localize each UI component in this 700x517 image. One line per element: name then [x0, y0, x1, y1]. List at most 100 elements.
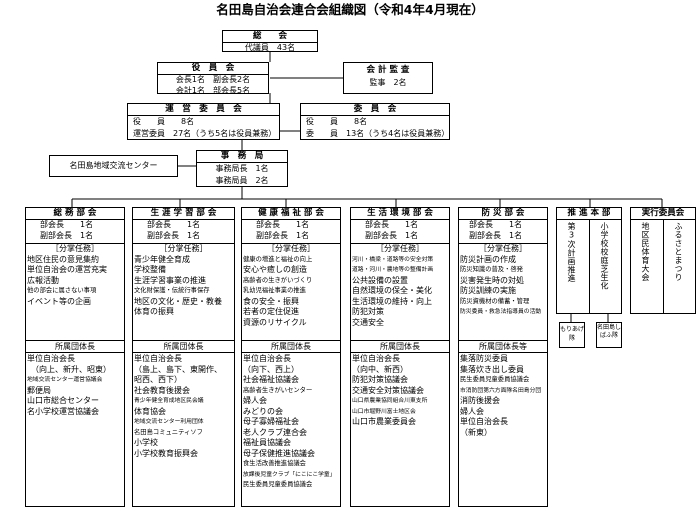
group-item: 民生委員児童委員協議会 [460, 376, 530, 383]
department-member: 副部会長 1名 [469, 230, 523, 240]
group-title: 所属団体長 [242, 340, 340, 353]
duty-item: 防災知識の普及・啓発 [460, 266, 523, 273]
group-item: 婦人会 [243, 396, 267, 405]
group-item: （島上、島下、東開作、 [134, 364, 222, 374]
group-title: 所属団体長 [133, 340, 234, 353]
department-member: 副部会長 1名 [256, 230, 310, 240]
group-item: 山口市農業委員会 [352, 417, 416, 426]
officers-line-1: 会長1名 副会長2名 [175, 75, 251, 84]
group-item: 山口市堀野川富士地区会 [352, 408, 416, 415]
duty-title: ［分掌任務］ [242, 243, 340, 255]
duty-item: 自然環境の保全・美化 [352, 286, 432, 295]
steering-line-1: 役 員 8名 [133, 117, 195, 126]
department-member: 副部会長 1名 [147, 230, 201, 240]
group-item: （向上、新升、昭東） [27, 364, 111, 374]
duty-item: 防災訓練の実施 [460, 286, 516, 295]
secretariat-title: 事 務 局 [197, 151, 287, 163]
department-title: 生 活 環 境 部 会 [351, 208, 449, 220]
group-item: 防犯対策協議会 [352, 375, 408, 384]
duty-item: 資源のリサイクル [243, 317, 307, 327]
duty-item: 学校整備 [134, 265, 166, 274]
group-item: 婦人会 [460, 406, 484, 416]
shibafu-tai-label: 名田島しばふ隊 [597, 324, 622, 339]
duty-item: 健康の増進と福祉の向上 [243, 255, 313, 263]
duty-item: 乳幼児福祉事業の推進 [243, 287, 306, 294]
committee-title: 委 員 会 [301, 104, 449, 116]
group-item: 社会教育後援会 [134, 385, 190, 395]
duty-item: 道路・河川・農地等の整備計画 [352, 267, 434, 273]
department-member: 部会長 1名 [365, 220, 419, 229]
officers-line-2: 会計1名 部会長5名 [175, 85, 251, 95]
duty-item: 青少年健全育成 [134, 254, 190, 264]
duty-item: 地区住民の意見集約 [27, 254, 99, 264]
group-item: 母子保健推進協議会 [243, 448, 315, 458]
department-member: 副部会長 1名 [365, 230, 419, 240]
group-item: （向中、新西） [352, 364, 408, 374]
group-item: 放課後児童クラブ「にこにこ学童」 [243, 471, 336, 478]
group-item: 小学校教育振興会 [134, 448, 198, 458]
duty-item: 若者の定住促進 [243, 307, 299, 316]
general-assembly-title: 総 会 [223, 31, 317, 43]
duty-item: 地区の文化・歴史・教養 [134, 296, 222, 306]
duty-item: 文化財保護・伝統行事保存 [134, 287, 210, 294]
group-item: 地域交流センター利用団体 [134, 419, 204, 425]
duty-item: 体育の振興 [134, 307, 174, 316]
department-box-health-welfare: 健 康 福 祉 部 会 部会長 1名 副部会長 1名 ［分掌任務］ 健康の増進と… [241, 207, 341, 507]
group-item: 単位自治会長 [243, 354, 291, 363]
department-member: 副部会長 1名 [40, 230, 94, 240]
shibafu-tai-box: 名田島しばふ隊 [596, 322, 622, 348]
department-title: 防 災 部 会 [459, 208, 547, 220]
duty-item: 災害発生時の対処 [460, 275, 524, 285]
group-item: みどりの会 [243, 406, 283, 416]
group-item: 郵便局 [27, 385, 51, 395]
duty-item: 高齢者の生きがいづくり [243, 276, 313, 284]
page-title: 名田島自治会連合会組織図（令和4年4月現在） [216, 2, 484, 17]
duty-item: 防災資機材の備蓄・管理 [460, 297, 530, 305]
duty-item: 河川・橋梁・道路等の安全対策 [352, 256, 434, 263]
committee-box: 委 員 会 役 員 8名 委 員 13名（うち4名は役員兼務） [300, 103, 450, 140]
executive-committee-box: 実行委員会 地区民体育大会 ふるさとまつり [630, 207, 696, 314]
duty-item: 公共設備の設置 [352, 275, 408, 285]
group-item: 社会福祉協議会 [243, 375, 299, 384]
duty-item: 生涯学習事業の推進 [134, 275, 206, 285]
furusato-festival-label: ふるさとまつり [674, 222, 683, 282]
secretariat-box: 事 務 局 事務局長 1名 事務局員 2名 [196, 150, 288, 187]
group-item: （新東） [460, 427, 492, 437]
exchange-center-box: 名田島地域交流センター [49, 155, 178, 177]
group-title: 所属団体長 [351, 340, 449, 353]
group-item: 地域交流センター運営協議会 [27, 377, 103, 383]
duty-item: 単位自治会の運営充実 [27, 265, 107, 274]
group-item: 名小学校運営協議会 [27, 406, 99, 416]
department-member: 部会長 1名 [469, 220, 523, 229]
group-item: 集落炊き出し委員 [460, 364, 524, 374]
sports-day-label: 地区民体育大会 [641, 222, 650, 282]
officers-title: 役 員 会 [158, 63, 268, 75]
duty-item: 食の安全・振興 [243, 296, 299, 306]
moriage-tai-label: もりあげ隊 [560, 326, 585, 342]
steering-line-2: 運営委員 27名（うち5名は役員兼務） [133, 129, 277, 138]
duty-item: 防災計画の作成 [460, 254, 516, 264]
moriage-tai-box: もりあげ隊 [559, 322, 585, 348]
duty-title: ［分掌任務］ [133, 243, 234, 255]
duty-title: ［分掌任務］ [26, 243, 124, 255]
department-member: 部会長 1名 [147, 220, 201, 229]
department-title: 健 康 福 祉 部 会 [242, 208, 340, 220]
department-box-living-environment: 生 活 環 境 部 会 部会長 1名 副部会長 1名 ［分掌任務］ 河川・橋梁・… [350, 207, 450, 507]
group-item: 消防後援会 [460, 396, 500, 405]
group-item: 民生委員児童委員協議会 [243, 481, 313, 488]
group-item: 集落防災委員 [460, 354, 508, 363]
group-item: 山口県農業協同組合川東支所 [352, 398, 428, 404]
group-item: 名田島コミュニティソフ [134, 428, 203, 436]
group-item: 単位自治会長 [460, 417, 508, 426]
duty-item: 防犯対策 [352, 307, 384, 316]
steering-committee-title: 運 営 委 員 会 [128, 104, 279, 116]
department-box-disaster-prevention: 防 災 部 会 部会長 1名 副部会長 1名 ［分掌任務］ 防災計画の作成 防災… [458, 207, 548, 507]
group-item: 高齢者生きがいセンター [243, 386, 313, 394]
group-item: 体育協会 [134, 406, 166, 416]
group-item: 交通安全対策協議会 [352, 385, 424, 395]
audit-box: 会 計 監 査 監事 2名 [343, 62, 433, 94]
secretariat-line-1: 事務局長 1名 [215, 164, 269, 173]
duty-item: 広報活動 [27, 275, 59, 285]
officers-box: 役 員 会 会長1名 副会長2名 会計1名 部会長5名 [157, 62, 269, 95]
